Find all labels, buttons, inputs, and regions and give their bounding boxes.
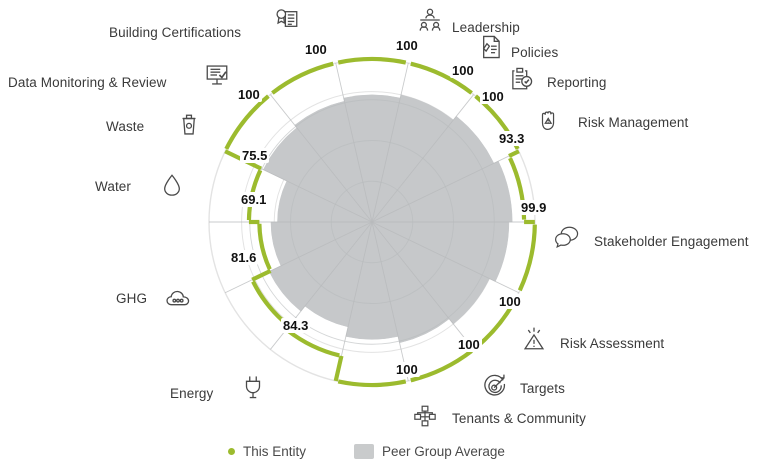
category-label-policies: Policies (511, 45, 559, 60)
category-label-reporting: Reporting (547, 75, 607, 90)
category-label-risk-management: Risk Management (578, 115, 689, 130)
value-label-reporting: 100 (480, 89, 506, 104)
waste-icon (176, 112, 202, 138)
value-label-data-monitoring: 100 (236, 87, 262, 102)
targets-icon (482, 373, 508, 399)
energy-icon (240, 374, 266, 400)
value-label-leadership: 100 (394, 38, 420, 53)
category-label-data-monitoring: Data Monitoring & Review (8, 75, 167, 90)
category-label-targets: Targets (520, 381, 565, 396)
value-label-policies: 100 (450, 63, 476, 78)
risk-management-icon (536, 107, 562, 133)
legend-item-peer-group-average: Peer Group Average (354, 444, 505, 459)
legend-label-this-entity: This Entity (243, 444, 307, 459)
stakeholder-engagement-icon (554, 224, 580, 250)
category-label-building-certifications: Building Certifications (109, 25, 242, 40)
ghg-icon (165, 286, 191, 312)
category-label-water: Water (95, 179, 132, 194)
value-label-energy: 84.3 (281, 318, 311, 333)
data-monitoring-icon (204, 62, 230, 88)
value-label-building-certifications: 100 (303, 42, 329, 57)
square-swatch-icon (354, 444, 375, 459)
policies-icon (478, 34, 504, 60)
value-label-waste: 75.5 (240, 148, 270, 163)
value-label-stakeholder: 99.9 (519, 200, 549, 215)
category-label-leadership: Leadership (452, 20, 520, 35)
legend-label-peer-group-average: Peer Group Average (382, 444, 505, 459)
legend-item-this-entity: This Entity (228, 444, 306, 459)
peer-group-average-area (262, 94, 513, 344)
chart-legend: This Entity Peer Group Average (228, 444, 505, 459)
dot-marker-icon (228, 448, 235, 455)
value-label-risk-assessment: 100 (497, 294, 523, 309)
category-label-ghg: GHG (116, 291, 148, 306)
risk-assessment-icon (521, 326, 547, 352)
value-label-tenants: 100 (394, 362, 420, 377)
category-label-waste: Waste (106, 119, 145, 134)
reporting-icon (508, 66, 534, 92)
value-label-targets: 100 (456, 337, 482, 352)
category-label-energy: Energy (170, 386, 214, 401)
leadership-icon (417, 7, 443, 33)
building-certifications-icon (274, 6, 300, 32)
water-icon (159, 172, 185, 198)
value-label-water: 69.1 (239, 192, 269, 207)
category-label-tenants: Tenants & Community (452, 411, 586, 426)
tenants-community-icon (412, 403, 438, 429)
category-label-stakeholder: Stakeholder Engagement (594, 234, 749, 249)
value-label-risk-management: 93.3 (497, 131, 527, 146)
category-label-risk-assessment: Risk Assessment (560, 336, 665, 351)
value-label-ghg: 81.6 (229, 250, 259, 265)
